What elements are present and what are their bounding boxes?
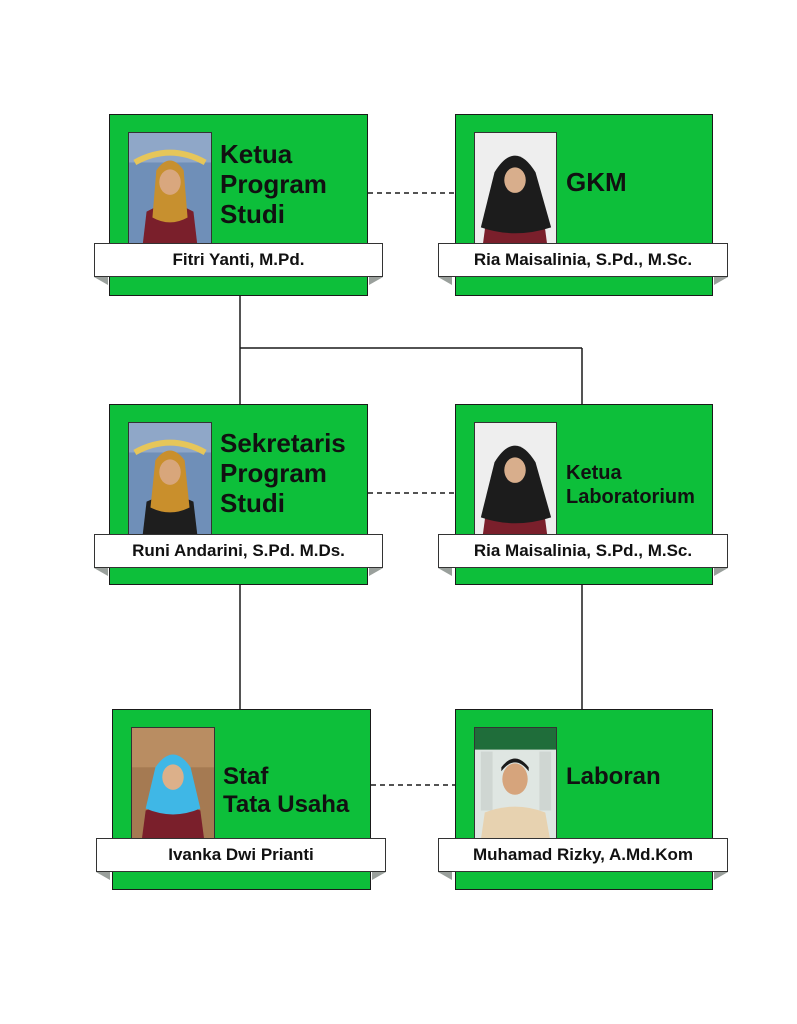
photo-staf-tata-usaha (131, 727, 215, 841)
photo-laboran (474, 727, 557, 841)
node-title: Ketua Laboratorium (566, 462, 695, 508)
name-banner: Ivanka Dwi Prianti (96, 838, 386, 880)
node-name: Runi Andarini, S.Pd. M.Ds. (94, 534, 383, 568)
node-name: Ivanka Dwi Prianti (96, 838, 386, 872)
photo-gkm (474, 132, 557, 246)
node-title: Staf Tata Usaha (223, 763, 350, 818)
node-name: Ria Maisalinia, S.Pd., M.Sc. (438, 534, 728, 568)
node-name: Fitri Yanti, M.Pd. (94, 243, 383, 277)
name-banner: Ria Maisalinia, S.Pd., M.Sc. (438, 534, 728, 576)
photo-ketua-laboratorium (474, 422, 557, 536)
photo-ketua-program-studi (128, 132, 212, 246)
node-name: Muhamad Rizky, A.Md.Kom (438, 838, 728, 872)
photo-sekretaris-program-studi (128, 422, 212, 536)
name-banner: Ria Maisalinia, S.Pd., M.Sc. (438, 243, 728, 285)
node-title: Laboran (566, 763, 661, 790)
node-title: Sekretaris Program Studi (220, 428, 346, 518)
name-banner: Runi Andarini, S.Pd. M.Ds. (94, 534, 383, 576)
name-banner: Muhamad Rizky, A.Md.Kom (438, 838, 728, 880)
name-banner: Fitri Yanti, M.Pd. (94, 243, 383, 285)
node-name: Ria Maisalinia, S.Pd., M.Sc. (438, 243, 728, 277)
node-title: Ketua Program Studi (220, 139, 327, 229)
node-title: GKM (566, 167, 627, 197)
